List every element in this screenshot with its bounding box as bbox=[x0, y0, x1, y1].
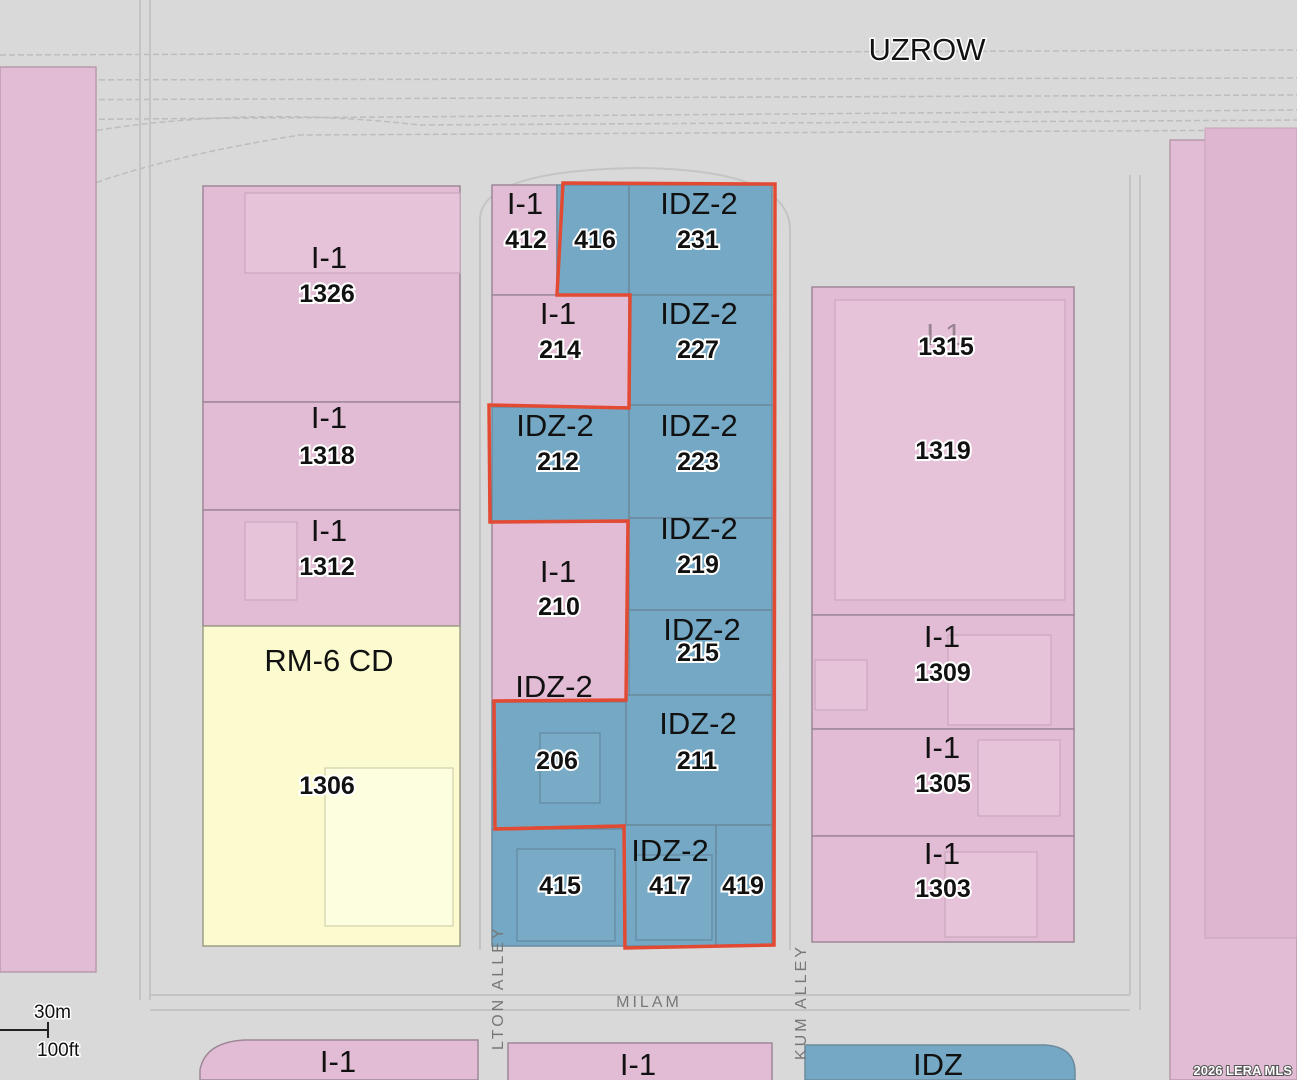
zone-label-215: IDZ-2 bbox=[663, 612, 741, 647]
parcel-bottom-mid[interactable] bbox=[507, 1042, 773, 1080]
parcel-number-415: 415 bbox=[539, 872, 581, 900]
parcel-212[interactable] bbox=[491, 406, 630, 523]
parcel-bottom-right[interactable] bbox=[804, 1044, 1076, 1080]
parcel-number-1312: 1312 bbox=[299, 553, 355, 581]
building-1306 bbox=[324, 767, 454, 927]
parcel-number-1305: 1305 bbox=[915, 770, 971, 798]
parcel-215[interactable] bbox=[628, 609, 773, 696]
parcel-number-214: 214 bbox=[539, 336, 581, 364]
street-edges bbox=[139, 0, 1141, 1011]
parcel-number-1315: 1315 bbox=[918, 333, 974, 361]
parcel-number-223: 223 bbox=[677, 448, 719, 476]
parcel-231[interactable] bbox=[628, 184, 773, 296]
parcel-number-416: 416 bbox=[574, 226, 616, 254]
zone-label-1309: I-1 bbox=[924, 619, 960, 654]
subject-boundary bbox=[487, 181, 777, 950]
zone-label-212: IDZ-2 bbox=[516, 408, 594, 443]
parcel-227[interactable] bbox=[628, 294, 773, 406]
parcel-number-211: 211 bbox=[677, 747, 717, 775]
zone-label-231: IDZ-2 bbox=[660, 186, 738, 221]
parcel-number-219: 219 bbox=[677, 551, 719, 579]
parcel-number-419: 419 bbox=[722, 872, 764, 900]
zone-label-227: IDZ-2 bbox=[660, 296, 738, 331]
building-1309b bbox=[947, 634, 1052, 726]
scale-label-metric: 30m bbox=[34, 1002, 71, 1023]
zone-label-206: IDZ-2 bbox=[515, 669, 593, 704]
scale-label-imperial: 100ft bbox=[37, 1040, 80, 1061]
parcel-number-1318: 1318 bbox=[299, 442, 355, 470]
zone-label-223: IDZ-2 bbox=[660, 408, 738, 443]
parcel-211[interactable] bbox=[625, 694, 773, 826]
zone-label-bottom-mid: I-1 bbox=[620, 1047, 656, 1080]
parcel-number-1326: 1326 bbox=[299, 280, 355, 308]
parcel-number-1306: 1306 bbox=[299, 772, 355, 800]
zone-label-1318: I-1 bbox=[311, 400, 347, 435]
zone-label-214: I-1 bbox=[540, 296, 576, 331]
credit-watermark: 2026 LERA MLS bbox=[1194, 1063, 1293, 1078]
scale-bar: 30m 100ft bbox=[0, 1001, 81, 1063]
parcel-210[interactable] bbox=[491, 521, 630, 703]
parcel-number-231: 231 bbox=[677, 226, 719, 254]
rail-lines bbox=[0, 49, 1297, 231]
zone-label-bottom-left: I-1 bbox=[320, 1044, 356, 1079]
street-label-milam: MILAM bbox=[616, 994, 682, 1011]
parcel-number-1319: 1319 bbox=[915, 437, 971, 465]
zone-label-412: I-1 bbox=[507, 186, 543, 221]
building-1312 bbox=[244, 521, 298, 601]
building-1303 bbox=[944, 851, 1038, 938]
zone-label-1305: I-1 bbox=[924, 730, 960, 765]
parcel-number-1309: 1309 bbox=[915, 659, 971, 687]
building-415 bbox=[516, 848, 616, 942]
parcel-416[interactable] bbox=[556, 184, 630, 296]
parcel-number-412: 412 bbox=[505, 226, 547, 254]
building-1305 bbox=[977, 739, 1061, 817]
building-1309 bbox=[814, 659, 868, 711]
zone-label-1303: I-1 bbox=[924, 836, 960, 871]
subject-boundary-inner bbox=[494, 824, 626, 831]
parcel-number-210: 210 bbox=[538, 593, 580, 621]
parcel-number-417: 417 bbox=[649, 872, 691, 900]
parcel-labels: I-1 1326 I-1 1318 I-1 1312 RM-6 CD 1306 … bbox=[264, 186, 975, 1080]
zone-label-1306: RM-6 CD bbox=[264, 643, 393, 678]
parcel-number-215: 215 bbox=[677, 639, 719, 667]
zone-label-211: IDZ-2 bbox=[659, 706, 737, 741]
parcel-223[interactable] bbox=[628, 404, 773, 519]
building-far-right bbox=[1204, 127, 1297, 939]
parcel-number-206: 206 bbox=[536, 747, 578, 775]
zone-label-1326: I-1 bbox=[311, 240, 347, 275]
road-label: UZROW bbox=[868, 32, 986, 67]
zone-label-417: IDZ-2 bbox=[631, 833, 709, 868]
street-label-right-alley: KUM ALLEY bbox=[793, 944, 810, 1060]
parcel-219[interactable] bbox=[628, 517, 773, 611]
parcel-1318[interactable] bbox=[202, 401, 461, 511]
zone-label-bottom-right: IDZ bbox=[913, 1047, 963, 1080]
building-1326 bbox=[244, 192, 461, 274]
zone-label-1315: I-1 bbox=[926, 317, 962, 352]
zone-label-1312: I-1 bbox=[311, 513, 347, 548]
zone-label-210: I-1 bbox=[540, 554, 576, 589]
parcel-bottom-left[interactable] bbox=[199, 1039, 479, 1080]
zone-label-219: IDZ-2 bbox=[660, 511, 738, 546]
street-label-left-alley: LTON ALLEY bbox=[490, 925, 507, 1050]
building-417 bbox=[635, 854, 713, 941]
parcel-214[interactable] bbox=[491, 294, 630, 408]
parcel-number-1303: 1303 bbox=[915, 875, 971, 903]
parcel-far-left[interactable] bbox=[0, 66, 97, 973]
building-206 bbox=[539, 732, 601, 804]
parcel-number-227: 227 bbox=[677, 336, 719, 364]
building-1319 bbox=[834, 299, 1066, 601]
parcel-number-212: 212 bbox=[537, 448, 579, 476]
